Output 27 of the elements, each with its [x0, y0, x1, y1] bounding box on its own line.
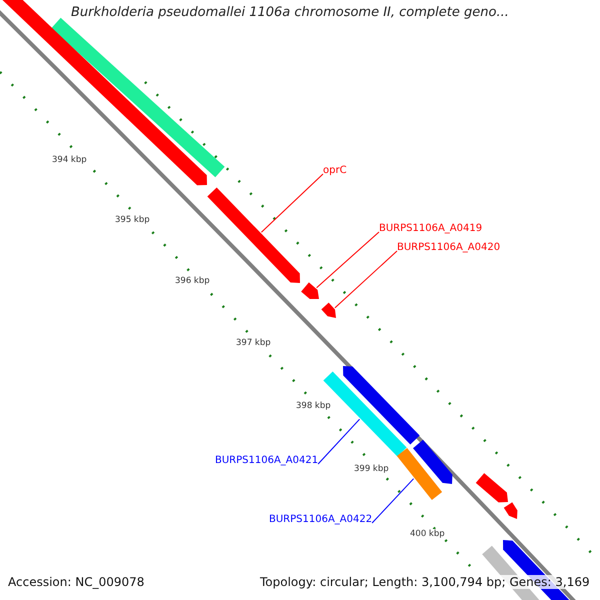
gene-feature: [301, 282, 319, 299]
accession-text: Accession: NC_009078: [8, 575, 144, 589]
gene-feature: [476, 473, 508, 502]
genome-summary-text: Topology: circular; Length: 3,100,794 bp; Genes: 3,169: [260, 575, 590, 589]
gene-feature: [396, 448, 442, 500]
gene-feature: [413, 440, 452, 484]
gene-feature: [321, 302, 336, 318]
scale-label: 399 kbp: [354, 464, 389, 474]
scale-label: 395 kbp: [115, 215, 150, 225]
scale-label: 400 kbp: [410, 529, 445, 539]
scale-label: 397 kbp: [236, 338, 271, 348]
leader-line: [372, 478, 414, 524]
scale-label: 398 kbp: [296, 401, 331, 411]
gene-label: BURPS1106A_A0421: [215, 455, 318, 466]
gene-label: BURPS1106A_A0420: [397, 242, 500, 253]
gene-feature: [343, 366, 420, 444]
gene-label: oprC: [323, 165, 347, 176]
leader-line: [316, 232, 380, 288]
scale-label: 396 kbp: [175, 276, 210, 286]
gene-label: BURPS1106A_A0422: [269, 514, 372, 525]
leader-line: [260, 174, 324, 233]
gene-feature: [504, 502, 518, 519]
leader-line: [318, 418, 360, 464]
gene-label: BURPS1106A_A0419: [379, 223, 482, 234]
gene-feature: [51, 18, 225, 178]
scale-label: 394 kbp: [52, 155, 87, 165]
leader-line: [334, 250, 398, 308]
